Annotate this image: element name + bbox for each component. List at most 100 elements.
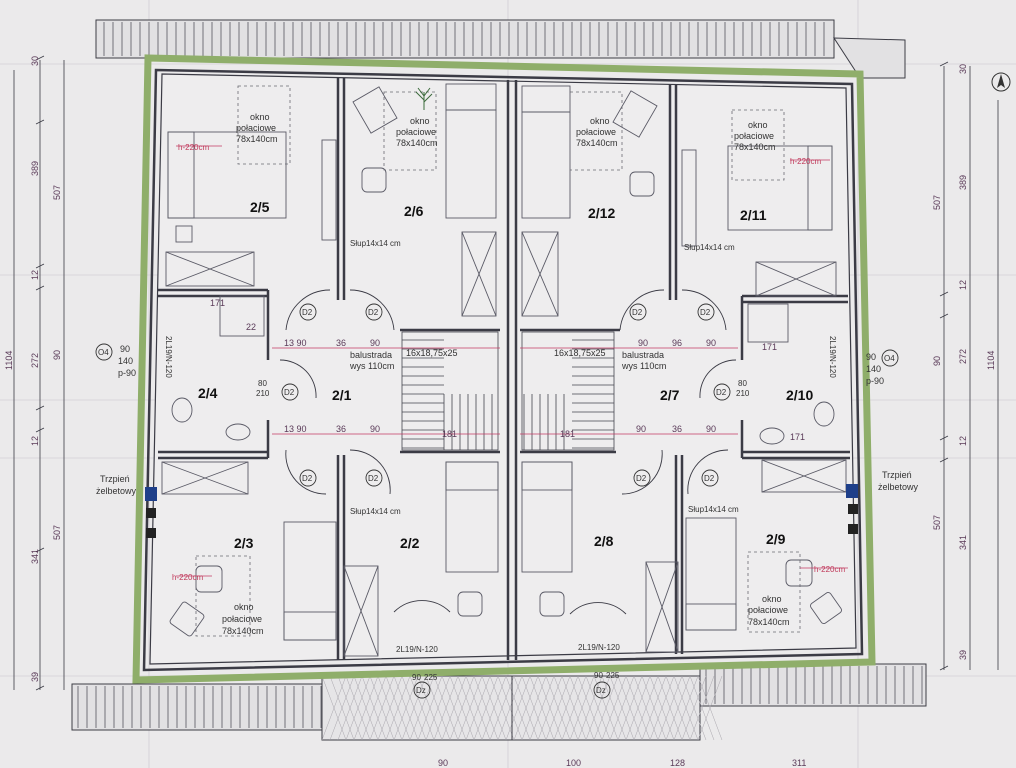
columns <box>145 484 858 538</box>
svg-text:żelbetowy: żelbetowy <box>96 486 137 496</box>
dim-left-6: 39 <box>30 672 40 682</box>
svg-text:D2: D2 <box>636 474 647 483</box>
room-2-2-label: 2/2 <box>400 535 420 551</box>
svg-text:okno: okno <box>590 116 610 126</box>
svg-text:225: 225 <box>606 671 620 680</box>
svg-text:balustrada: balustrada <box>622 350 664 360</box>
roof-eave-bottom <box>71 663 927 741</box>
svg-text:D2: D2 <box>716 388 727 397</box>
svg-text:171: 171 <box>210 298 225 308</box>
svg-text:78x140cm: 78x140cm <box>576 138 618 148</box>
svg-text:36: 36 <box>672 424 682 434</box>
window-o4-left: 90 140 p-90 <box>118 344 136 378</box>
dim-right-5: 341 <box>958 535 968 550</box>
room-2-7-label: 2/7 <box>660 387 680 403</box>
ceiling-height-2-11: h-220cm <box>790 157 821 166</box>
dim-bottom-0: 90 <box>438 758 448 768</box>
svg-text:171: 171 <box>790 432 805 442</box>
stairs-label-left: 16x18,75x25 <box>406 348 458 358</box>
svg-text:78x140cm: 78x140cm <box>748 617 790 627</box>
skylight-note-2-3: okno połaciowe 78x140cm <box>222 602 264 636</box>
lintel-bottom-right: 2L19/N-120 <box>578 643 620 652</box>
dim-right2-0: 507 <box>932 195 942 210</box>
skylight-note-2-12: okno połaciowe 78x140cm <box>576 116 618 148</box>
svg-text:Dz: Dz <box>596 686 606 695</box>
railing-note-left: balustrada wys 110cm <box>349 350 394 371</box>
room-2-6-label: 2/6 <box>404 203 424 219</box>
svg-text:D2: D2 <box>302 474 313 483</box>
column-label-1: Słup14x14 cm <box>350 239 401 248</box>
svg-text:okno: okno <box>762 594 782 604</box>
svg-text:Trzpień: Trzpień <box>100 474 130 484</box>
dim-left-3: 272 <box>30 353 40 368</box>
stairs <box>401 331 615 451</box>
svg-text:połaciowe: połaciowe <box>734 131 774 141</box>
room-2-1-label: 2/1 <box>332 387 352 403</box>
dim-left-1: 389 <box>30 161 40 176</box>
svg-text:D2: D2 <box>704 474 715 483</box>
svg-text:78x140cm: 78x140cm <box>734 142 776 152</box>
ceiling-height-2-5: h-220cm <box>178 143 209 152</box>
svg-text:wys 110cm: wys 110cm <box>349 361 394 371</box>
furniture <box>161 83 847 657</box>
svg-text:90: 90 <box>866 352 876 362</box>
svg-text:O4: O4 <box>884 354 895 363</box>
stairs-run-left: 181 <box>442 429 457 439</box>
dim-bottom-1: 100 <box>566 758 581 768</box>
svg-text:połaciowe: połaciowe <box>576 127 616 137</box>
svg-text:78x140cm: 78x140cm <box>236 134 278 144</box>
ceiling-height-2-3: h-220cm <box>172 573 203 582</box>
dim-left2-2: 507 <box>52 525 62 540</box>
dim-left-total: 1104 <box>4 351 14 370</box>
svg-text:210: 210 <box>256 389 270 398</box>
dim-left2-0: 507 <box>52 185 62 200</box>
north-arrow-icon <box>991 72 1011 92</box>
svg-text:p-90: p-90 <box>118 368 136 378</box>
svg-text:80: 80 <box>738 379 747 388</box>
dim-right-1: 389 <box>958 175 968 190</box>
svg-text:140: 140 <box>866 364 881 374</box>
svg-text:90: 90 <box>706 338 716 348</box>
skylight-note-2-6: okno połaciowe 78x140cm <box>396 116 438 148</box>
column-label-3: Słup14x14 cm <box>350 507 401 516</box>
room-2-4-label: 2/4 <box>198 385 218 401</box>
svg-text:O4: O4 <box>98 348 109 357</box>
svg-text:połaciowe: połaciowe <box>748 605 788 615</box>
svg-text:D2: D2 <box>368 474 379 483</box>
rc-column-note-right: Trzpień żelbetowy <box>878 470 919 492</box>
corridor-dimensions: 13 90 36 90 13 90 36 90 90 96 90 171 90 … <box>210 298 805 442</box>
roof-eave-top <box>95 19 906 79</box>
dim-left-4: 12 <box>30 436 40 446</box>
svg-text:D2: D2 <box>700 308 711 317</box>
room-2-10-label: 2/10 <box>786 387 813 403</box>
outer-walls <box>132 54 876 684</box>
svg-text:96: 96 <box>672 338 682 348</box>
dim-right2-2: 507 <box>932 515 942 530</box>
svg-text:Trzpień: Trzpień <box>882 470 912 480</box>
dim-right-2: 12 <box>958 280 968 290</box>
dim-bottom-3: 311 <box>792 758 806 768</box>
svg-text:okno: okno <box>410 116 430 126</box>
column-label-2: Słup14x14 cm <box>684 243 735 252</box>
skylight-note-2-11: okno połaciowe 78x140cm <box>734 120 776 152</box>
svg-text:13 90: 13 90 <box>284 424 307 434</box>
svg-text:78x140cm: 78x140cm <box>222 626 264 636</box>
svg-text:140: 140 <box>118 356 133 366</box>
dim-left-0: 30 <box>30 56 40 66</box>
room-2-12-label: 2/12 <box>588 205 615 221</box>
dim-right-3: 272 <box>958 349 968 364</box>
room-2-9-label: 2/9 <box>766 531 786 547</box>
dim-right2-1: 90 <box>932 356 942 366</box>
svg-text:D2: D2 <box>632 308 643 317</box>
svg-text:90: 90 <box>636 424 646 434</box>
door-labels: D2 D2 D2 D2 D2 D2 D2 D2 D2 D2 Dz Dz O4 O… <box>98 308 895 695</box>
svg-text:90: 90 <box>638 338 648 348</box>
svg-text:D2: D2 <box>284 388 295 397</box>
skylight-note-2-9: okno połaciowe 78x140cm <box>748 594 790 627</box>
svg-text:połaciowe: połaciowe <box>222 614 262 624</box>
svg-text:90: 90 <box>370 338 380 348</box>
svg-text:90: 90 <box>370 424 380 434</box>
svg-text:okno: okno <box>748 120 768 130</box>
